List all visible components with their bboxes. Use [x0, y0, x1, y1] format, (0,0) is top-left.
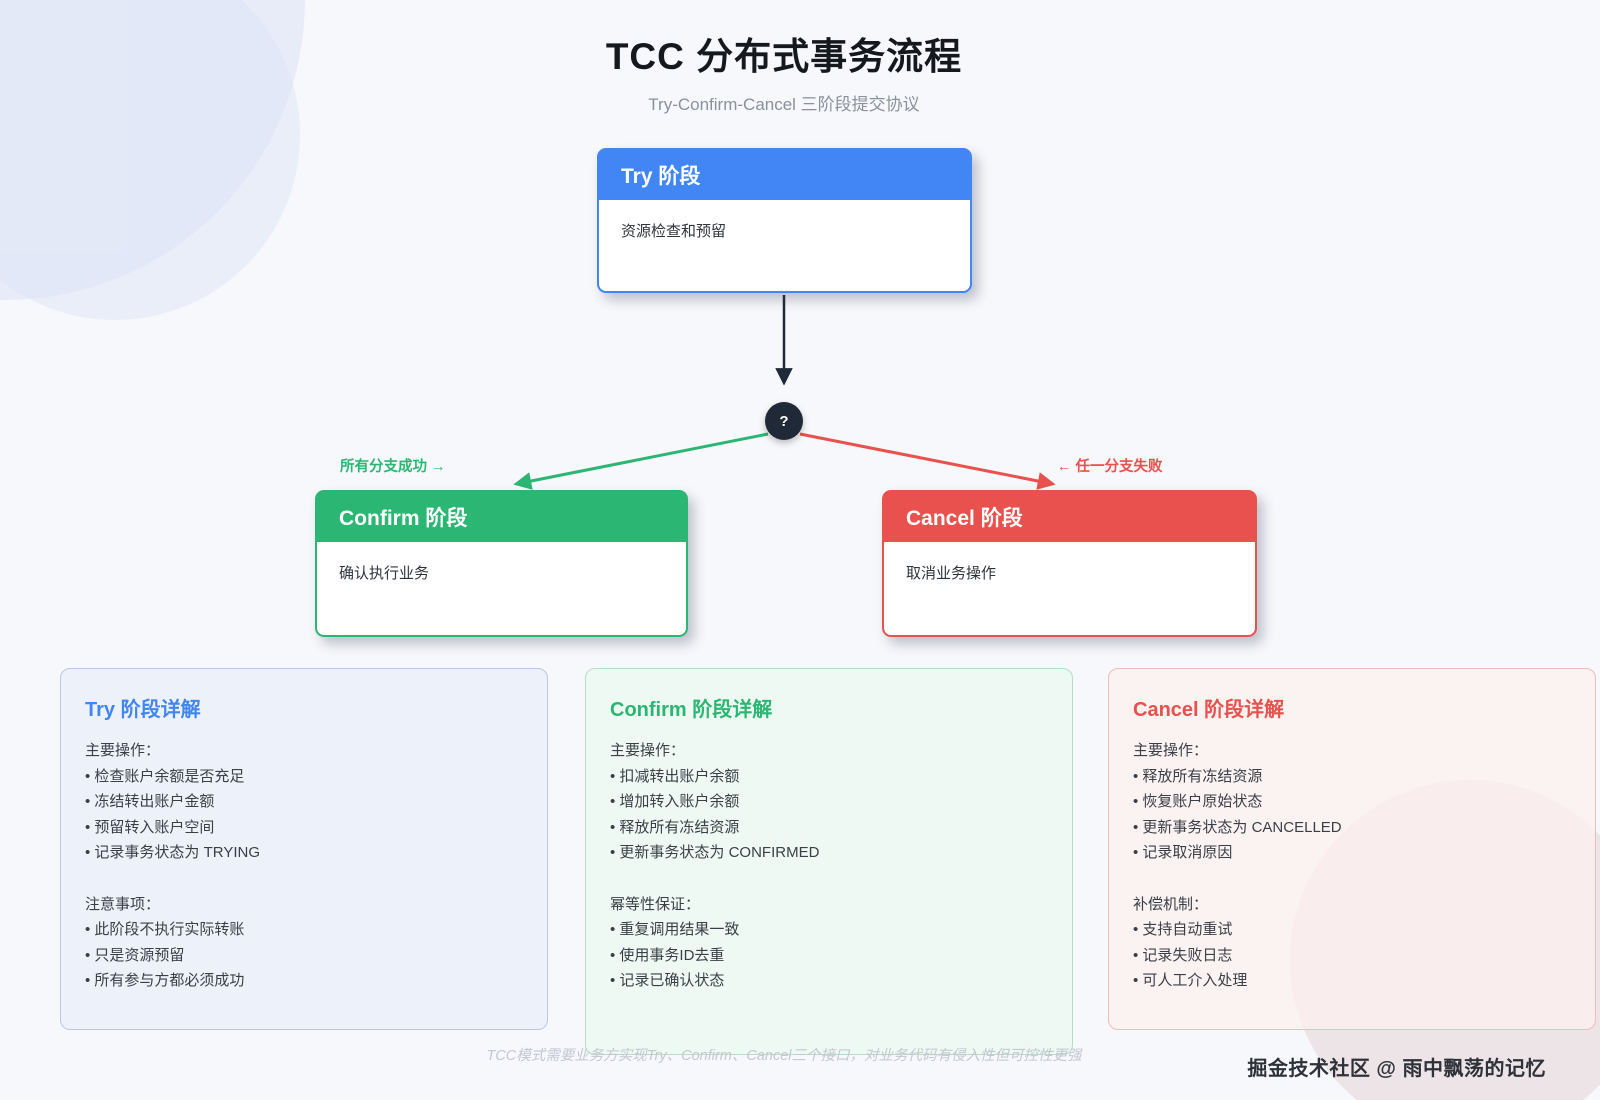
- page-subtitle: Try-Confirm-Cancel 三阶段提交协议: [648, 95, 920, 114]
- watermark: 掘金技术社区 @ 雨中飘荡的记忆: [1247, 1058, 1546, 1080]
- bullet-item: 支持自动重试: [1133, 917, 1571, 943]
- try-node-body: 资源检查和预留: [621, 223, 727, 240]
- confirm-node-body: 确认执行业务: [339, 565, 430, 582]
- panel-title: Try 阶段详解: [85, 699, 201, 721]
- section-heading: 主要操作：: [610, 742, 686, 759]
- edge-decision-to-confirm: [513, 432, 769, 490]
- bullet-item: 更新事务状态为 CANCELLED: [1133, 815, 1571, 841]
- bullet-item: 释放所有冻结资源: [1133, 764, 1571, 790]
- try-node-title: Try 阶段: [621, 165, 701, 188]
- bullet-item: 恢复账户原始状态: [1133, 789, 1571, 815]
- bullet-item: 释放所有冻结资源: [610, 815, 1048, 841]
- section-heading: 主要操作：: [85, 742, 161, 759]
- panel-title: Cancel 阶段详解: [1133, 699, 1285, 721]
- flow-note: TCC模式需要业务方实现Try、Confirm、Cancel三个接口，对业务代码…: [486, 1048, 1082, 1064]
- bullet-item: 更新事务状态为 CONFIRMED: [610, 840, 1048, 866]
- panel-section: 主要操作： 释放所有冻结资源恢复账户原始状态更新事务状态为 CANCELLED记录…: [1133, 738, 1571, 866]
- bullet-item: 扣减转出账户余额: [610, 764, 1048, 790]
- bullet-item: 记录取消原因: [1133, 840, 1571, 866]
- panel-section: 幂等性保证： 重复调用结果一致使用事务ID去重记录已确认状态: [610, 892, 1048, 994]
- edge-label-fail: ← 任一分支失败: [1057, 459, 1163, 475]
- bullet-item: 增加转入账户余额: [610, 789, 1048, 815]
- section-heading: 幂等性保证：: [610, 895, 701, 913]
- bullet-item: 预留转入账户空间: [85, 815, 523, 841]
- bullet-item: 重复调用结果一致: [610, 917, 1048, 943]
- bullet-item: 可人工介入处理: [1133, 968, 1571, 994]
- bullet-item: 记录失败日志: [1133, 943, 1571, 969]
- panel-section: 补偿机制： 支持自动重试记录失败日志可人工介入处理: [1133, 892, 1571, 994]
- panel-section: 主要操作： 检查账户余额是否充足冻结转出账户金额预留转入账户空间记录事务状态为 T…: [85, 738, 523, 866]
- bullet-item: 只是资源预留: [85, 943, 523, 969]
- page-header: TCC 分布式事务流程 Try-Confirm-Cancel 三阶段提交协议: [0, 26, 1568, 115]
- section-heading: 注意事项：: [85, 895, 161, 913]
- bullet-item: 使用事务ID去重: [610, 943, 1048, 969]
- bullet-item: 记录事务状态为 TRYING: [85, 840, 523, 866]
- edge-label-success: 所有分支成功 →: [340, 459, 446, 475]
- bullet-item: 检查账户余额是否充足: [85, 764, 523, 790]
- panel-section: 主要操作： 扣减转出账户余额增加转入账户余额释放所有冻结资源更新事务状态为 CON…: [610, 738, 1048, 866]
- page-title: TCC 分布式事务流程: [605, 36, 963, 77]
- section-heading: 主要操作：: [1133, 742, 1209, 759]
- panel-title: Confirm 阶段详解: [610, 699, 773, 721]
- cancel-node-header: Cancel 阶段: [884, 492, 1255, 542]
- panel-section: 注意事项： 此阶段不执行实际转账只是资源预留所有参与方都必须成功: [85, 892, 523, 994]
- flow-node-cancel: Cancel 阶段 取消业务操作: [882, 490, 1257, 637]
- bullet-item: 记录已确认状态: [610, 968, 1048, 994]
- bullet-item: 所有参与方都必须成功: [85, 968, 523, 994]
- confirm-node-title: Confirm 阶段: [339, 507, 468, 530]
- bullet-item: 冻结转出账户金额: [85, 789, 523, 815]
- bullet-item: 此阶段不执行实际转账: [85, 917, 523, 943]
- flow-node-try: Try 阶段 资源检查和预留: [597, 148, 972, 293]
- confirm-node-header: Confirm 阶段: [317, 492, 686, 542]
- cancel-node-body: 取消业务操作: [906, 565, 997, 582]
- cancel-node-title: Cancel 阶段: [906, 507, 1023, 530]
- decision-label: ?: [779, 412, 789, 430]
- flow-node-confirm: Confirm 阶段 确认执行业务: [315, 490, 688, 637]
- section-heading: 补偿机制：: [1133, 895, 1209, 913]
- edge-decision-to-cancel: [799, 432, 1056, 490]
- decision-node: ?: [765, 402, 803, 440]
- try-node-header: Try 阶段: [599, 150, 970, 200]
